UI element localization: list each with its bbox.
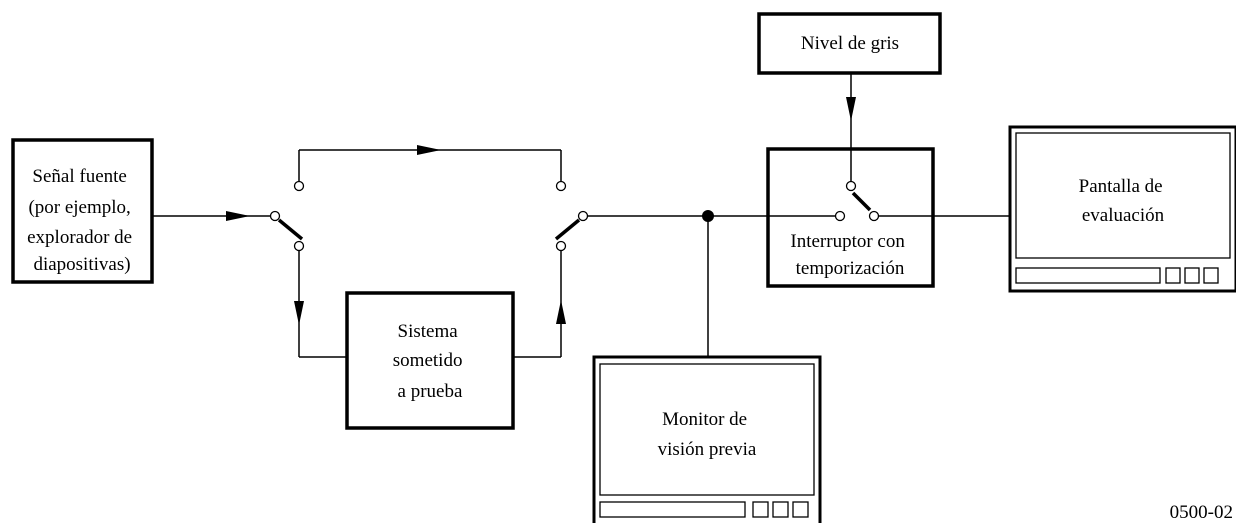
figure-id: 0500-02	[1170, 502, 1233, 523]
system-block	[345, 291, 515, 430]
timer-switch-label: Interruptor con temporización	[790, 231, 909, 279]
source-block-label: Señal fuente (por ejemplo, explorador de…	[27, 166, 137, 275]
arrow-gray-down	[846, 97, 856, 121]
evaluation-display-label: Pantalla de evaluación	[1079, 176, 1168, 226]
timer-switch	[834, 180, 880, 222]
system-block-label: Sistema sometido a prueba	[393, 321, 467, 402]
arrow-down-to-system	[294, 301, 304, 325]
preview-monitor	[592, 355, 822, 523]
junction-dot	[702, 210, 714, 222]
source-block	[11, 138, 154, 284]
switch-2	[554, 180, 589, 252]
arrow-up-to-switch2	[556, 300, 566, 324]
preview-monitor-label: Monitor de visión previa	[658, 409, 757, 460]
wire-system-to-switch2	[513, 251, 562, 358]
wire-switch1-to-system	[298, 251, 347, 358]
evaluation-display	[1008, 125, 1236, 293]
arrow-source-to-switch	[226, 211, 250, 221]
switch-1	[269, 180, 305, 252]
wire-bypass-top	[298, 149, 562, 181]
gray-level-block	[757, 12, 942, 75]
gray-level-label: Nivel de gris	[801, 33, 899, 54]
timer-switch-block	[766, 147, 935, 288]
arrow-bypass-top	[417, 145, 441, 155]
